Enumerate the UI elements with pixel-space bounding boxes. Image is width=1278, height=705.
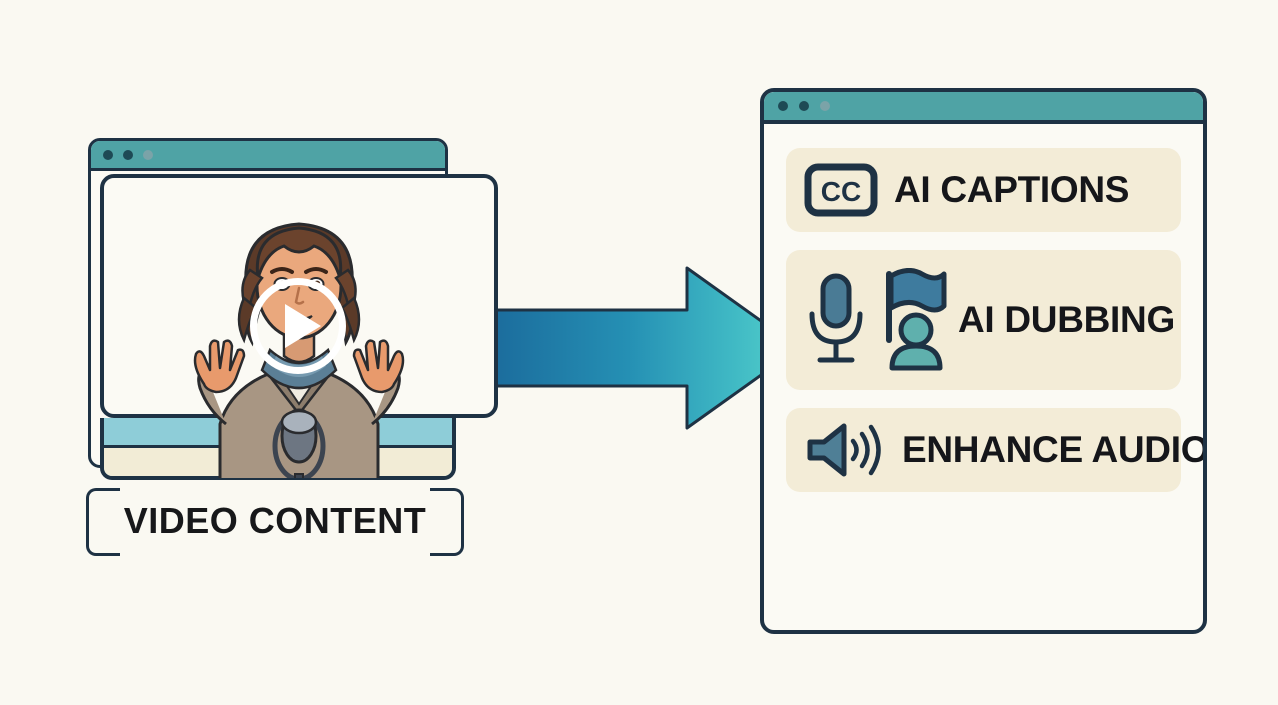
play-button[interactable] bbox=[250, 278, 346, 374]
microphone-icon bbox=[802, 270, 870, 370]
bracket-right bbox=[430, 488, 464, 556]
window-dot-minimize-icon bbox=[799, 101, 809, 111]
window-dot-close-icon bbox=[103, 149, 113, 160]
video-content-bracket: VIDEO CONTENT bbox=[86, 486, 464, 558]
feature-label-enhance-audio: ENHANCE AUDIO bbox=[902, 429, 1207, 470]
video-content-label: VIDEO CONTENT bbox=[123, 500, 427, 541]
window-dot-minimize-icon bbox=[123, 149, 133, 160]
window-dot-maximize-icon bbox=[143, 149, 153, 160]
play-triangle-icon bbox=[285, 304, 321, 348]
feature-label-ai-dubbing: AI DUBBING bbox=[958, 299, 1175, 340]
person-with-flag-icon bbox=[878, 268, 950, 372]
video-content-group: VIDEO CONTENT bbox=[86, 136, 506, 558]
speaker-volume-icon bbox=[804, 421, 886, 479]
right-arrow-icon bbox=[487, 258, 805, 438]
feature-item-ai-captions[interactable]: CC AI CAPTIONS bbox=[786, 148, 1181, 232]
video-lower-band bbox=[100, 418, 456, 480]
feature-list: CC AI CAPTIONS bbox=[764, 124, 1203, 492]
features-window-titlebar bbox=[764, 92, 1203, 124]
background-window-titlebar bbox=[91, 141, 445, 171]
video-desk-strip bbox=[104, 445, 452, 476]
bracket-mask bbox=[120, 486, 430, 558]
feature-item-enhance-audio[interactable]: ENHANCE AUDIO bbox=[786, 408, 1203, 492]
svg-text:CC: CC bbox=[821, 176, 861, 207]
features-browser-window: CC AI CAPTIONS bbox=[760, 88, 1207, 634]
window-dot-maximize-icon bbox=[820, 101, 830, 111]
window-dot-close-icon bbox=[778, 101, 788, 111]
closed-caption-icon: CC bbox=[804, 162, 878, 218]
feature-label-ai-captions: AI CAPTIONS bbox=[894, 169, 1130, 210]
bracket-left bbox=[86, 488, 120, 556]
feature-item-ai-dubbing[interactable]: AI DUBBING bbox=[786, 250, 1181, 390]
